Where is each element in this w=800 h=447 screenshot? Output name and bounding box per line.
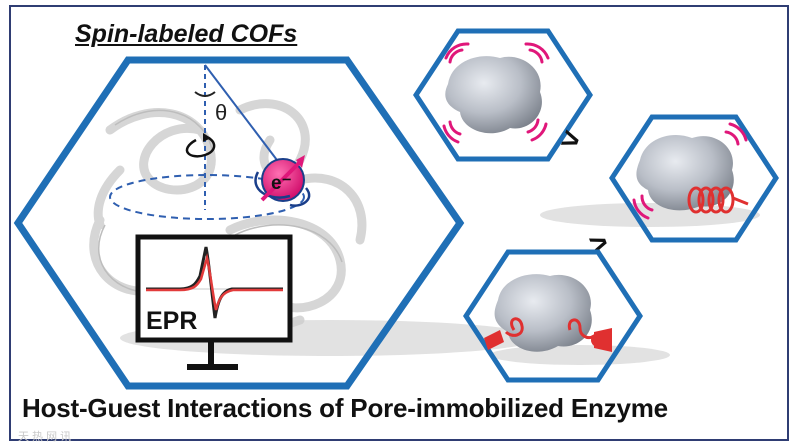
figure-caption: Host-Guest Interactions of Pore-immobili… xyxy=(22,393,668,424)
monitor-label: EPR xyxy=(146,307,197,335)
watermark: 天 热 网 讯 xyxy=(18,428,71,444)
comparison-symbol-1: > xyxy=(557,122,585,159)
figure-title: Spin-labeled COFs xyxy=(75,20,297,49)
electron-label: e⁻ xyxy=(271,173,292,194)
angle-label: θ xyxy=(215,100,227,125)
